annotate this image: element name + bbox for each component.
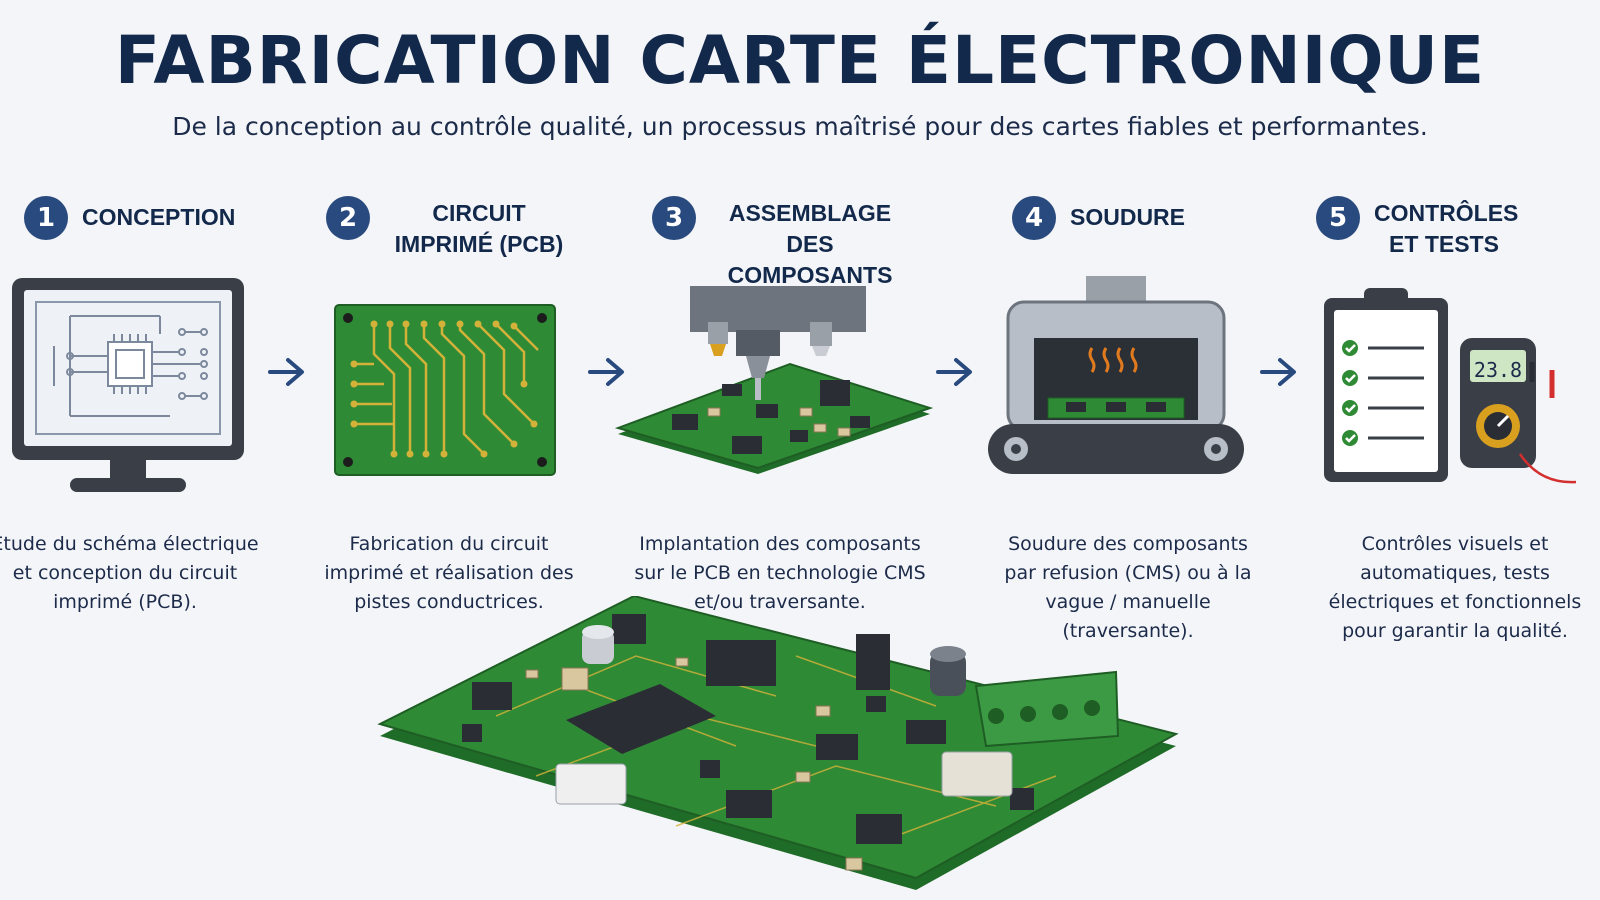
- step-3-description: Implantation des composants sur le PCB e…: [634, 533, 926, 613]
- step-1-header: 1 CONCEPTION: [24, 196, 324, 240]
- step-3-header: 3 ASSEMBLAGE DES COMPOSANTS: [652, 196, 932, 291]
- pcb-board-icon: [334, 304, 556, 476]
- arrow-right-icon: [1260, 358, 1296, 386]
- step-5-header: 5 CONTRÔLES ET TESTS: [1316, 196, 1576, 260]
- pick-and-place-icon: [614, 286, 934, 474]
- page-subtitle: De la conception au contrôle qualité, un…: [172, 112, 1428, 141]
- reflow-oven-icon: [988, 276, 1244, 474]
- step-number-badge: 5: [1316, 196, 1360, 240]
- step-1-description: Étude du schéma électrique et conception…: [0, 533, 259, 613]
- step-title: CONTRÔLES ET TESTS: [1374, 200, 1519, 257]
- arrow-right-icon: [588, 358, 624, 386]
- monitor-schematic-icon: [12, 278, 244, 492]
- step-title: CONCEPTION: [82, 204, 236, 230]
- page-title: FABRICATION CARTE ÉLECTRONIQUE: [114, 22, 1486, 99]
- arrow-right-icon: [268, 358, 304, 386]
- step-4-description: Soudure des composants par refusion (CMS…: [1004, 533, 1252, 642]
- step-number-badge: 1: [24, 196, 68, 240]
- step-2-description: Fabrication du circuit imprimé et réalis…: [324, 533, 574, 613]
- step-title: SOUDURE: [1070, 204, 1186, 230]
- step-title: ASSEMBLAGE DES COMPOSANTS: [727, 200, 893, 288]
- multimeter-reading: 23.8: [1473, 358, 1523, 382]
- step-number-badge: 3: [652, 196, 696, 240]
- step-2-header: 2 CIRCUIT IMPRIMÉ (PCB): [326, 196, 596, 260]
- step-4-header: 4 SOUDURE: [1012, 196, 1252, 240]
- step-5-description: Contrôles visuels et automatiques, tests…: [1328, 533, 1582, 642]
- step-number-badge: 2: [326, 196, 370, 240]
- step-title: CIRCUIT IMPRIMÉ (PCB): [394, 200, 564, 257]
- assembled-pcb-illustration: [377, 596, 1179, 890]
- arrow-right-icon: [936, 358, 972, 386]
- step-number-badge: 4: [1012, 196, 1056, 240]
- checklist-multimeter-icon: [1324, 288, 1577, 484]
